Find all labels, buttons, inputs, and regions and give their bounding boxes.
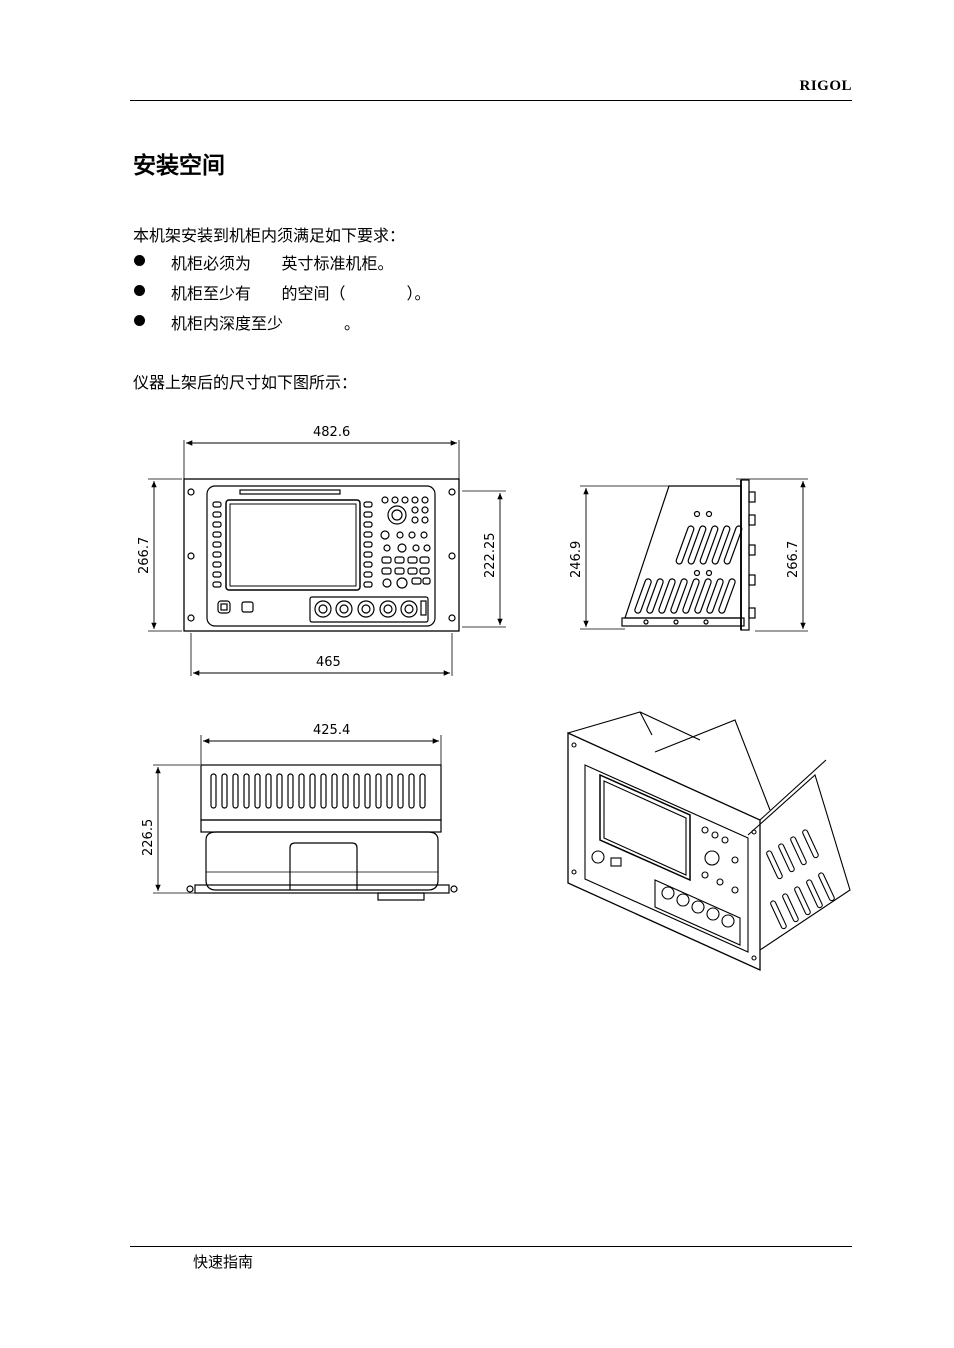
section-title: 安装空间 — [133, 153, 225, 179]
header-rule — [130, 100, 852, 101]
dim-side-height-total: 266.7 — [786, 541, 801, 578]
dim-top-width: 425.4 — [313, 723, 350, 738]
bullet-icon — [134, 255, 145, 266]
bullet-icon — [134, 315, 145, 326]
footer-text: 快速指南 — [193, 1253, 254, 1271]
dim-front-height-inner: 222.25 — [483, 533, 498, 579]
requirement-item: 机柜内深度至少 。 — [171, 314, 361, 333]
brand-logo: RIGOL — [799, 78, 852, 94]
side-view-drawing — [580, 478, 808, 632]
bullet-icon — [134, 285, 145, 296]
requirement-item: 机柜至少有 的空间（ ）。 — [171, 284, 431, 303]
dim-front-width-total: 482.6 — [313, 425, 350, 440]
front-view-drawing — [148, 440, 506, 676]
footer-rule — [130, 1246, 852, 1247]
top-view-drawing — [153, 735, 458, 901]
figure-caption: 仪器上架后的尺寸如下图所示： — [133, 373, 358, 392]
intro-text: 本机架安装到机柜内须满足如下要求： — [133, 226, 406, 245]
dim-top-height: 226.5 — [141, 819, 156, 856]
dim-side-height-body: 246.9 — [569, 541, 584, 578]
isometric-view-drawing — [567, 711, 851, 972]
dim-front-width-holes: 465 — [316, 655, 341, 670]
requirement-item: 机柜必须为 英寸标准机柜。 — [171, 254, 394, 273]
dim-front-height-total: 266.7 — [137, 537, 152, 574]
